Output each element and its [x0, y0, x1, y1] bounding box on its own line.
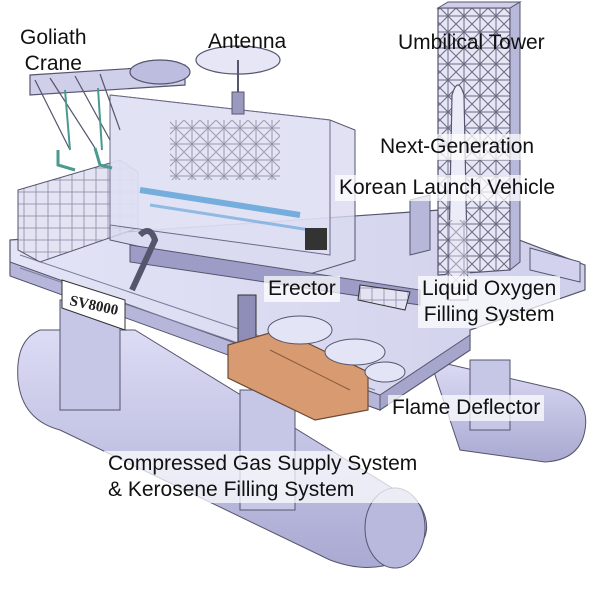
gas-tanks: [267, 315, 406, 383]
hangar-building: [109, 94, 356, 281]
label-erector: Erector: [264, 276, 340, 302]
label-antenna: Antenna: [208, 30, 287, 53]
lox-system: [409, 194, 581, 283]
label-compressed-gas: Compressed Gas Supply System & Kerosene …: [104, 451, 422, 503]
label-next-generation: Next-Generation: [376, 134, 539, 160]
label-flame-deflector: Flame Deflector: [388, 395, 545, 421]
label-umbilical-tower: Umbilical Tower: [398, 31, 545, 54]
goliath-crane: [29, 59, 191, 172]
label-liquid-oxygen: Liquid Oxygen Filling System: [418, 276, 561, 328]
platform-name-plate: SV8000: [61, 279, 126, 331]
label-korean-launch-vehicle: Korean Launch Vehicle: [335, 175, 559, 201]
label-goliath-crane: Goliath Crane: [20, 26, 87, 75]
antenna-dish: [195, 45, 281, 115]
erector: [129, 228, 421, 311]
